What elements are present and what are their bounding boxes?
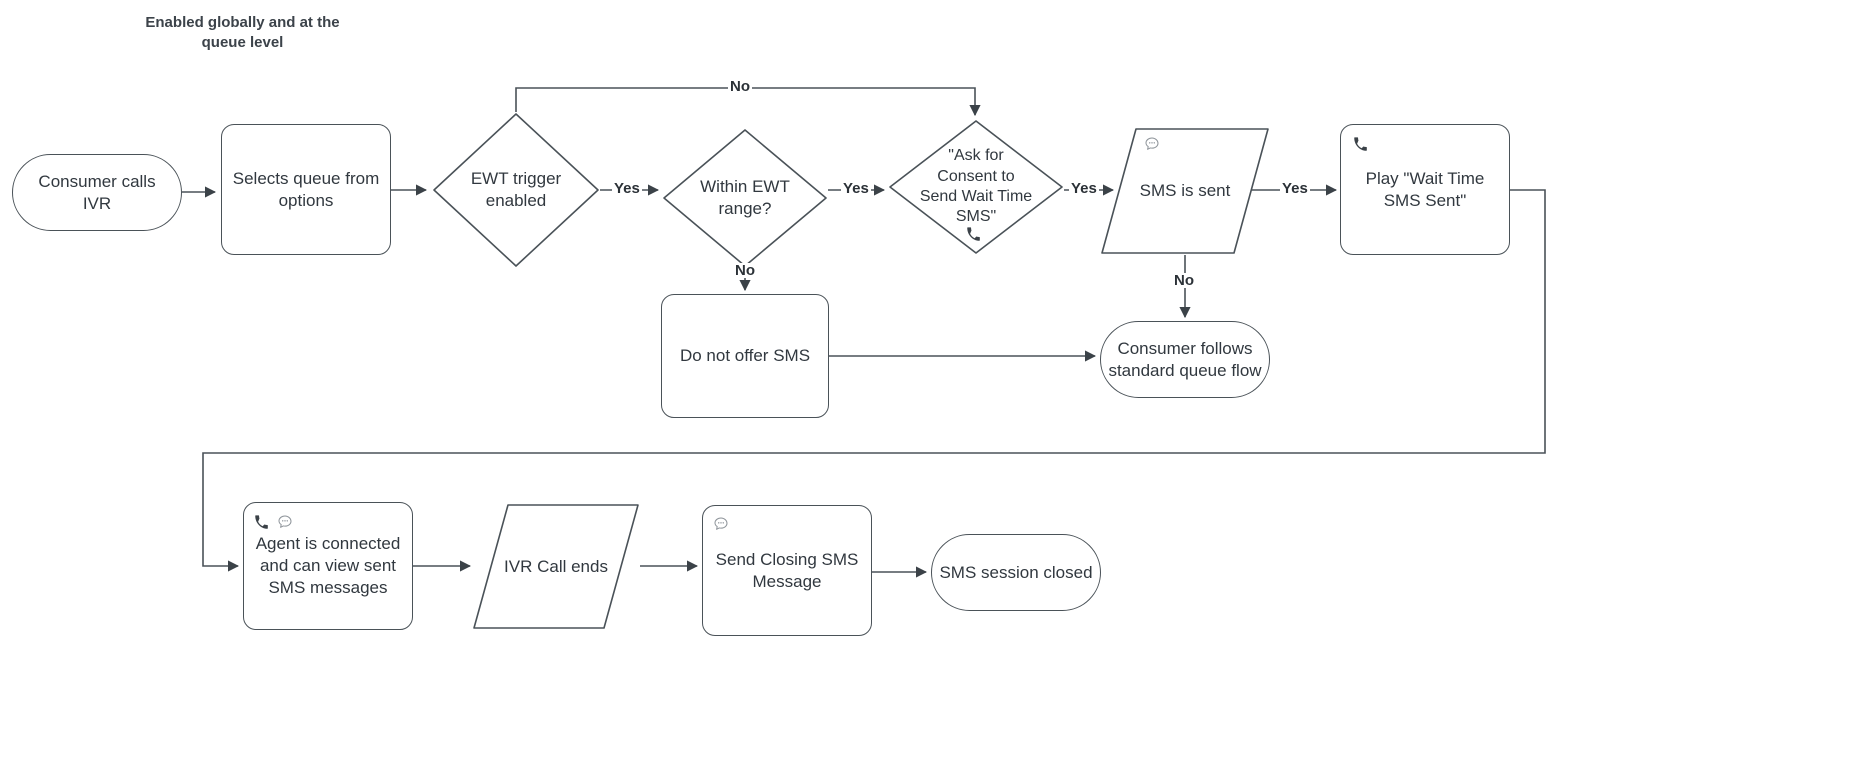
node-label: Do not offer SMS xyxy=(679,346,811,366)
sms-bubble-icon xyxy=(714,517,728,530)
node-label: SMS session closed xyxy=(939,562,1093,582)
edge-label-yes-ewt: Yes xyxy=(612,180,642,197)
node-label: EWT trigger enabled xyxy=(470,169,562,210)
node-sms-is-sent[interactable]: SMS is sent xyxy=(1100,127,1270,255)
node-label: Agent is connected and can view sent SMS… xyxy=(255,534,401,597)
node-label: Play "Wait Time SMS Sent" xyxy=(1365,168,1485,210)
node-label: Within EWT range? xyxy=(700,177,790,218)
phone-icon xyxy=(255,514,268,529)
node-consumer-follows[interactable]: Consumer follows standard queue flow xyxy=(1100,321,1270,398)
node-label: Selects queue from options xyxy=(232,168,380,210)
node-within-ewt-range[interactable]: Within EWT range? xyxy=(662,128,828,268)
phone-icon xyxy=(1354,137,1367,151)
node-selects-queue[interactable]: Selects queue from options xyxy=(221,124,391,255)
edge-label-yes-sms: Yes xyxy=(1280,180,1310,197)
node-play-wait-time-sms[interactable]: Play "Wait Time SMS Sent" xyxy=(1340,124,1510,255)
node-do-not-offer-sms[interactable]: Do not offer SMS xyxy=(661,294,829,418)
node-label: Consumer follows standard queue flow xyxy=(1108,338,1262,380)
diagram-title: Enabled globally and at the queue level xyxy=(145,14,340,51)
node-sms-session-closed[interactable]: SMS session closed xyxy=(931,534,1101,611)
edge-label-no-top: No xyxy=(728,78,752,95)
node-ewt-trigger-enabled[interactable]: EWT trigger enabled xyxy=(432,112,600,268)
node-label: "Ask for Consent to Send Wait Time SMS" xyxy=(919,147,1033,226)
node-ask-for-consent[interactable]: "Ask for Consent to Send Wait Time SMS" xyxy=(888,119,1064,255)
node-agent-connected[interactable]: Agent is connected and can view sent SMS… xyxy=(243,502,413,630)
edge-label-no-sms: No xyxy=(1172,272,1196,289)
node-ivr-call-ends[interactable]: IVR Call ends xyxy=(472,503,640,630)
node-icons xyxy=(1353,137,1368,152)
node-send-closing-sms[interactable]: Send Closing SMS Message xyxy=(702,505,872,636)
parallelogram-shape xyxy=(473,504,639,629)
edge-label-yes-range: Yes xyxy=(841,180,871,197)
node-consumer-calls-ivr[interactable]: Consumer calls IVR xyxy=(12,154,182,231)
node-label: Consumer calls IVR xyxy=(38,171,156,213)
node-label: IVR Call ends xyxy=(504,556,608,576)
node-icons xyxy=(254,514,293,530)
edge-label-no-range: No xyxy=(733,262,757,279)
edge-label-yes-consent: Yes xyxy=(1069,180,1099,197)
decision-diamond-shape xyxy=(889,120,1063,254)
sms-bubble-icon xyxy=(278,515,292,528)
node-label: Send Closing SMS Message xyxy=(715,549,859,591)
parallelogram-shape xyxy=(1101,128,1269,254)
node-icons xyxy=(713,516,729,532)
node-label: SMS is sent xyxy=(1139,181,1231,201)
decision-diamond-shape xyxy=(433,113,599,267)
